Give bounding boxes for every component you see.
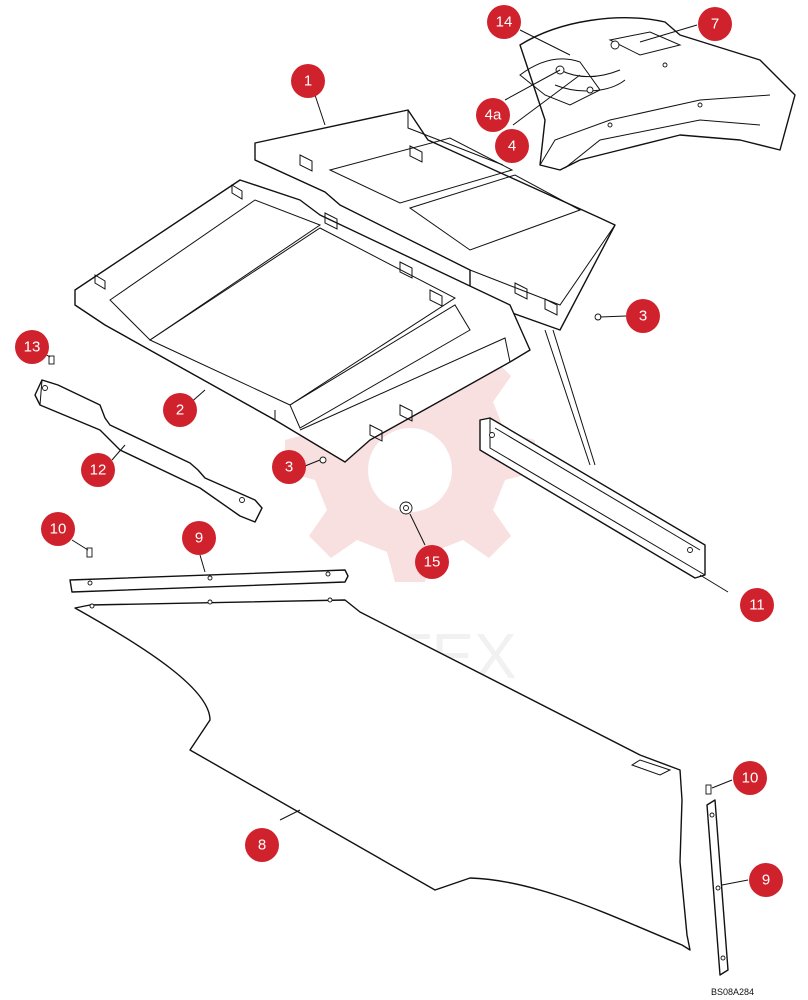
nut-15-icon [399,501,413,515]
callout-1: 1 [291,64,325,98]
part-8-large-panel[interactable] [74,597,691,951]
svg-text:14: 14 [496,14,513,31]
cab-corner-assembly [519,17,796,171]
callout-9-upper: 9 [182,521,216,555]
svg-text:15: 15 [424,554,441,571]
svg-text:11: 11 [749,597,765,614]
callout-4a: 4a [476,98,510,132]
callout-7: 7 [698,7,732,41]
callout-13: 13 [15,330,49,364]
callout-12: 12 [81,453,115,487]
part-1-upper-floor-mat[interactable] [254,109,616,331]
drawing-code: BS08A284 [710,987,754,997]
svg-text:10: 10 [50,521,67,538]
part-11-right-trim-strip[interactable] [479,417,706,579]
svg-text:3: 3 [285,459,293,476]
callout-15: 15 [415,545,449,579]
callout-2: 2 [163,393,197,427]
svg-text:9: 9 [195,530,203,547]
svg-text:2: 2 [176,402,184,419]
svg-text:12: 12 [90,462,107,479]
callout-8: 8 [245,828,279,862]
svg-text:8: 8 [258,837,266,854]
svg-text:3: 3 [639,308,647,325]
callout-14: 14 [487,5,521,39]
callout-9-lower: 9 [749,863,783,897]
callout-4: 4 [495,129,529,163]
part-12-left-trim-strip[interactable] [34,379,263,523]
svg-text:10: 10 [742,770,759,787]
bolt-10-lower-icon [705,784,712,795]
callout-10-lower: 10 [733,761,767,795]
callout-3-right: 3 [626,299,660,333]
leader-lines [37,24,749,886]
fastener-3-left-icon [319,456,327,464]
svg-text:4a: 4a [485,107,502,124]
svg-text:7: 7 [711,16,719,33]
callout-11: 11 [740,588,774,622]
bolt-10-icon [86,547,93,558]
part-9-vertical-rail[interactable] [706,799,729,976]
part-9-upper-rail[interactable] [69,569,349,593]
svg-text:13: 13 [24,339,41,356]
svg-text:1: 1 [304,73,312,90]
part-2-lower-floor-mat[interactable] [74,179,531,463]
bolt-13-icon [48,355,55,365]
callout-3-left: 3 [272,450,306,484]
svg-text:9: 9 [762,872,770,889]
callout-10-upper: 10 [41,512,75,546]
svg-text:4: 4 [508,138,516,155]
